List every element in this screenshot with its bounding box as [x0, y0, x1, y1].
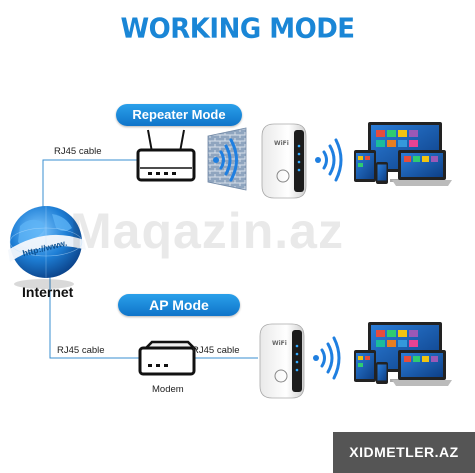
repeater-mode-label: Repeater Mode [116, 104, 242, 126]
devices-bottom [354, 322, 452, 386]
repeater-cable-label: RJ45 cable [54, 146, 102, 157]
wifi-signal-icon [315, 138, 343, 182]
site-badge: XIDMETLER.AZ [333, 432, 475, 473]
ap-cable-label-left: RJ45 cable [57, 345, 105, 356]
page-title: WORKING MODE [120, 13, 355, 45]
repeater-icon: WiFi [259, 323, 305, 399]
svg-text:WiFi: WiFi [274, 140, 289, 147]
watermark: Maqazin.az [70, 203, 344, 259]
laptop-icon [392, 150, 452, 186]
laptop-icon [392, 350, 452, 386]
wifi-signal-icon [313, 336, 341, 380]
tablet-icon [354, 150, 376, 182]
connection-lines [42, 159, 258, 359]
modem-icon [138, 340, 198, 376]
svg-text:WiFi: WiFi [272, 340, 287, 347]
phone-icon [376, 362, 388, 384]
repeater-icon: WiFi [261, 123, 307, 199]
router-icon [136, 129, 196, 182]
devices-top [354, 122, 452, 186]
wifi-signal-icon [213, 138, 238, 182]
firewall-icon [207, 127, 247, 191]
phone-icon [376, 162, 388, 184]
globe-icon [8, 206, 86, 289]
ap-mode-label: AP Mode [118, 294, 240, 316]
tablet-icon [354, 350, 376, 382]
modem-label: Modem [152, 384, 184, 395]
ap-cable-label-right: RJ45 cable [192, 345, 240, 356]
internet-label: Internet [22, 284, 74, 300]
